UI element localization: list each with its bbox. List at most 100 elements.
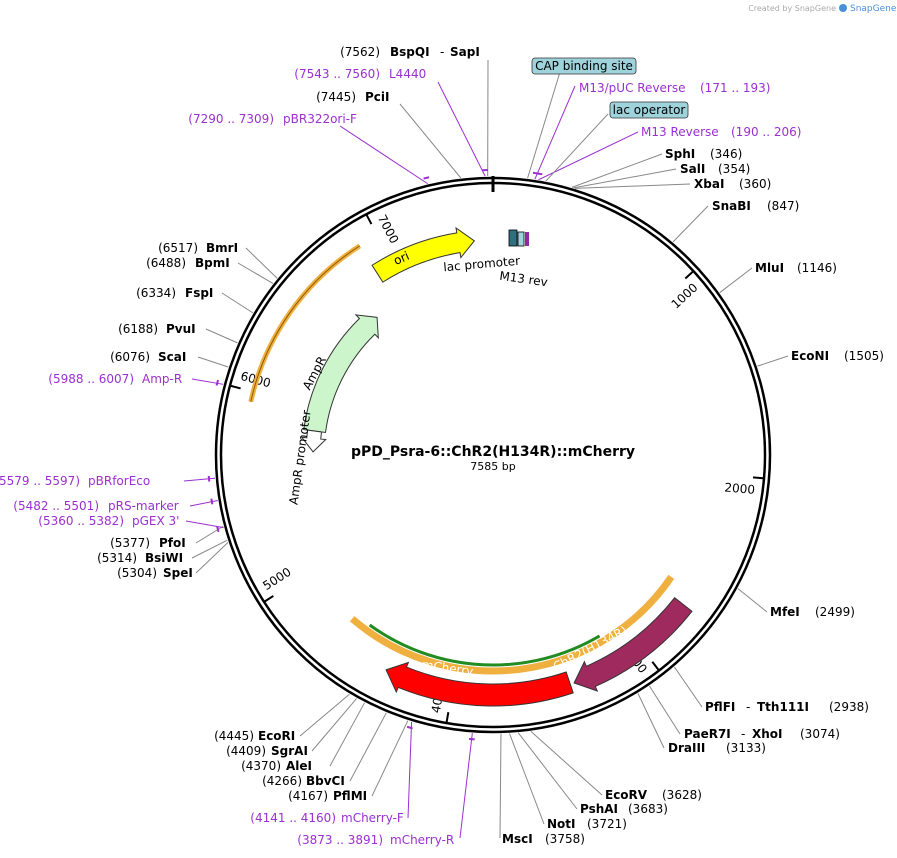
enzyme-ecori-name[interactable]: EcoRI [258,729,295,743]
feature-m13-rev-label[interactable]: M13 rev [499,269,549,290]
tick-label-1000: 1000 [669,280,701,311]
enzyme-paer7i-sep: - [741,727,745,741]
enzyme-pflmi-name[interactable]: PflMI [333,789,367,803]
leader-line [371,720,409,797]
enzyme-spei-name[interactable]: SpeI [163,566,193,580]
feature-ori-arrow[interactable] [371,226,476,283]
enzyme-econi-name[interactable]: EcoNI [791,349,829,363]
leader-line [517,732,578,810]
primer-mcherryr-name[interactable]: mCherry-R [390,833,454,847]
enzyme-xbai-pos: (360) [739,177,771,191]
tick-4000 [445,711,450,724]
tick-7000 [365,213,373,225]
enzyme-pshai-pos: (3683) [628,802,668,816]
enzyme-draiii-name[interactable]: DraIII [668,741,705,755]
leader-line [245,247,278,279]
enzyme-bmri-name[interactable]: BmrI [206,241,238,255]
enzyme-sali-name[interactable]: SalI [680,162,705,176]
primer-pbrforeco-range: (5579 .. 5597) [0,474,80,488]
feature-ampr-promoter-label[interactable]: AmpR promoter [286,409,313,505]
enzyme-mlui-name[interactable]: MluI [755,261,784,275]
enzyme-pshai-name[interactable]: PshAI [580,802,618,816]
primer-mark [406,725,413,730]
leader-line [299,693,350,737]
orf-arc-ampr-line [250,245,360,402]
enzyme-bspqi-name[interactable]: BspQI [390,45,430,59]
tick-label-2000: 2000 [724,480,756,497]
enzyme-draiii-pos: (3133) [726,741,766,755]
enzyme-ecorv-name[interactable]: EcoRV [605,788,648,802]
feature-ampr-arrow[interactable] [303,314,379,434]
leader-line [329,702,366,767]
leader-line [571,153,663,188]
primer-mcherryf-name[interactable]: mCherry-F [341,811,404,825]
primer-m13rev-name[interactable]: M13 Reverse [641,125,719,139]
site-lacop-box [609,101,689,119]
enzyme-fspi-name[interactable]: FspI [185,286,213,300]
enzyme-pcii-name[interactable]: PciI [365,90,390,104]
enzyme-ecori-pos: (4445) [214,729,254,743]
enzyme-spei-pos: (5304) [117,566,157,580]
enzyme-bpmi-name[interactable]: BpmI [195,256,230,270]
site-lacop-label[interactable]: lac operator [613,103,686,117]
primer-ampr-name[interactable]: Amp-R [142,372,182,386]
primer-pbrforeco-name[interactable]: pBRforEco [88,474,150,488]
enzyme-mfei-pos: (2499) [815,605,855,619]
feature-lac-promoter-mark[interactable] [508,229,518,247]
snapgene-logo-icon: SnapGene [839,4,897,14]
enzyme-bpmi-pos: (6488) [146,256,186,270]
plasmid-name: pPD_Psra-6::ChR2(H134R)::mCherry [351,444,635,460]
enzyme-bspqi-pos: (7562) [340,45,380,59]
primer-pgex-name[interactable]: pGEX 3' [132,514,179,528]
primer-pgex-range: (5360 .. 5382) [38,514,124,528]
feature-m13-rev-mark[interactable] [525,232,529,246]
enzyme-bmri-pos: (6517) [158,241,198,255]
enzyme-sgrai-pos: (4409) [226,744,266,758]
enzyme-econi-pos: (1505) [844,349,884,363]
site-cap-label[interactable]: CAP binding site [535,59,633,73]
enzyme-sapi-name[interactable]: SapI [450,45,480,59]
enzyme-noti-name[interactable]: NotI [547,817,576,831]
enzyme-alei-name[interactable]: AleI [286,759,312,773]
enzyme-pflfi-name[interactable]: PflFI [705,700,735,714]
enzyme-mfei-name[interactable]: MfeI [770,605,800,619]
enzyme-tth111i-name[interactable]: Tth111I [757,700,809,714]
enzyme-pvui-name[interactable]: PvuI [166,322,196,336]
feature-ori-label[interactable]: ori [391,249,411,268]
enzyme-paer7i-pos: (3074) [800,727,840,741]
leader-line [530,731,603,796]
primer-l4440-name[interactable]: L4440 [389,67,426,81]
primer-prs-range: (5482 .. 5501) [13,499,99,513]
enzyme-msci-name[interactable]: MscI [502,832,533,846]
primer-pbr322ori-range: (7290 .. 7309) [188,112,274,126]
enzyme-bsiwi-name[interactable]: BsiWI [145,551,183,565]
enzyme-pfoi-name[interactable]: PfoI [159,536,186,550]
enzyme-bbvci-name[interactable]: BbvCI [306,774,345,788]
feature-chr2-arrow[interactable] [573,596,693,692]
enzyme-scai-name[interactable]: ScaI [158,350,186,364]
leader-line [399,103,462,179]
enzyme-sphi-pos: (346) [710,147,742,161]
watermark-text: Created by SnapGene [748,4,836,13]
enzyme-xhoi-name[interactable]: XhoI [752,727,783,741]
tick-2000 [752,476,765,480]
enzyme-snabi-name[interactable]: SnaBI [712,199,751,213]
tick-1000 [684,270,695,280]
leader-line [183,477,216,482]
enzyme-paer7i-name[interactable]: PaeR7I [684,727,731,741]
primer-mcherryf-range: (4141 .. 4160) [250,811,336,825]
feature-lac-operator-mark[interactable] [517,231,525,247]
leader-line [407,721,413,819]
enzyme-xbai-name[interactable]: XbaI [694,177,724,191]
primer-m13puc-name[interactable]: M13/pUC Reverse [579,81,686,95]
leader-line [737,588,768,613]
feature-mcherry-arrow[interactable] [385,661,574,707]
site-cap-box [531,57,637,75]
feature-lac-promoter-label[interactable]: lac promoter [443,254,521,275]
tick-label-5000: 5000 [260,565,293,593]
primer-prs-name[interactable]: pRS-marker [108,499,179,513]
enzyme-sphi-name[interactable]: SphI [665,147,695,161]
enzyme-sgrai-name[interactable]: SgrAI [271,744,308,758]
primer-pbr322ori-name[interactable]: pBR322ori-F [283,112,357,126]
feature-ampr-promoter-arrow[interactable] [300,429,327,453]
